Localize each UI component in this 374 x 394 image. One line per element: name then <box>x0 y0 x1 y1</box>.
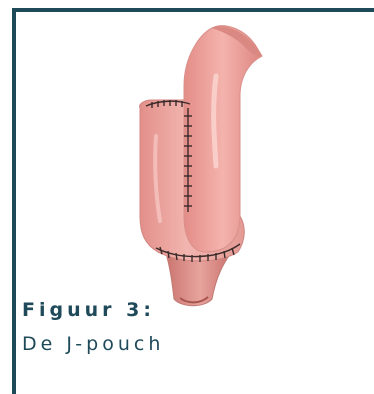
frame-border-top <box>12 8 374 12</box>
figure-caption: Figuur 3: De J-pouch <box>22 296 362 358</box>
highlight-stripe <box>214 76 216 166</box>
small-bowel-limb <box>184 26 262 252</box>
figure-title: De J-pouch <box>22 330 362 358</box>
frame-border-left <box>12 8 16 394</box>
j-pouch-illustration-icon <box>100 16 280 316</box>
figure-label: Figuur 3: <box>22 296 362 330</box>
